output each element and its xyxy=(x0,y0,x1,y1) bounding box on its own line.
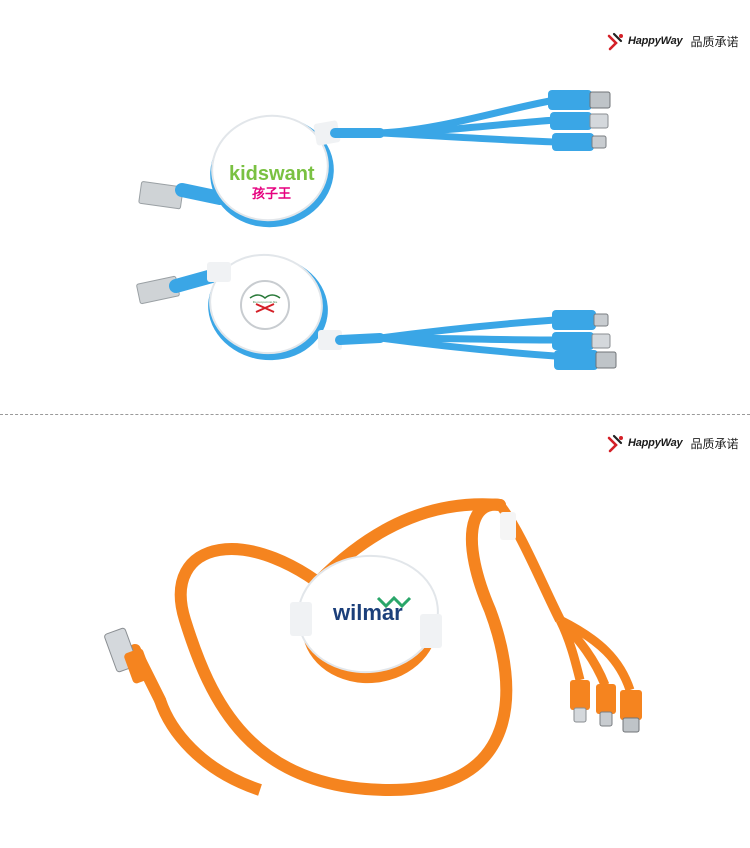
blue-cable-lower: Do not put into fire xyxy=(136,253,617,370)
product-photo-orange: wilmar xyxy=(0,470,750,848)
product-photo-blue: kidswant 孩子王 Do not put into fire xyxy=(0,70,750,400)
orange-cable: wilmar xyxy=(104,498,642,797)
reel-back-label: Do not put into fire xyxy=(253,300,278,304)
brand-header-bottom: HappyWay 品质承诺 xyxy=(606,433,738,453)
happyway-logo-icon xyxy=(607,434,623,453)
brand-name: HappyWay xyxy=(628,35,683,47)
reel-logo-cn: 孩子王 xyxy=(252,186,291,201)
brand-slogan: 品质承诺 xyxy=(690,34,739,49)
happyway-logo-icon xyxy=(607,32,623,51)
brand-header-top: HappyWay 品质承诺 xyxy=(606,31,738,51)
brand-name: HappyWay xyxy=(628,437,683,449)
brand-slogan: 品质承诺 xyxy=(690,436,739,451)
reel-logo-word: kidswant xyxy=(229,163,315,185)
blue-cable-upper: kidswant 孩子王 xyxy=(138,90,611,228)
reel-logo-word: wilmar xyxy=(332,600,403,625)
section-divider xyxy=(0,414,750,415)
